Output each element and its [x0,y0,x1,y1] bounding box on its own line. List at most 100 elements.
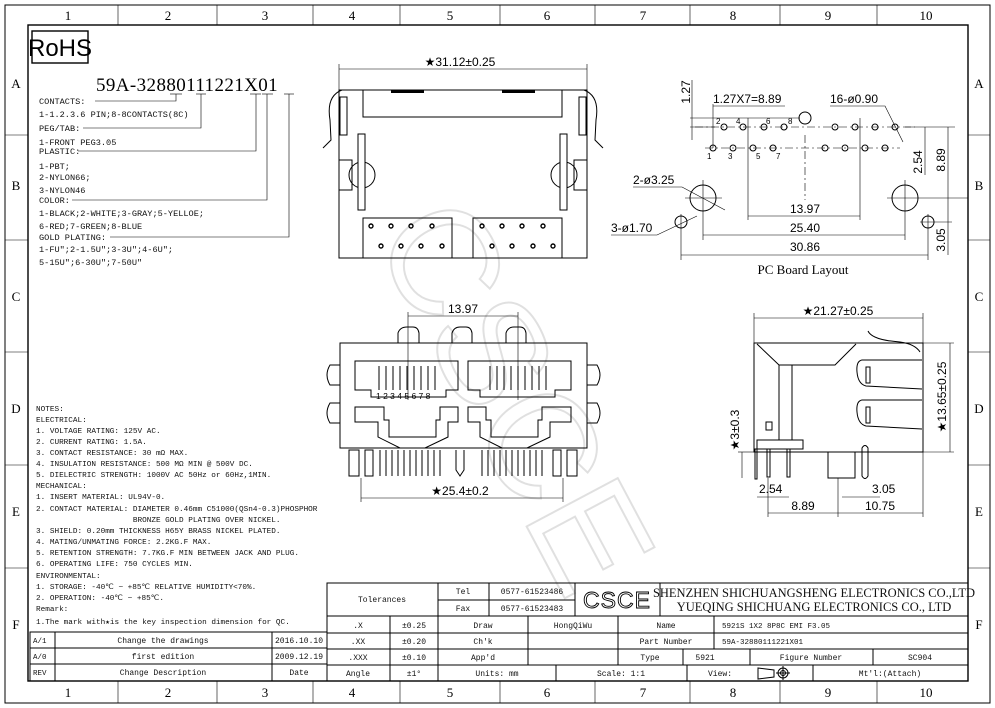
tolerance-value: ±0.25 [402,622,426,631]
scale: Scale: 1:1 [597,670,645,679]
row-labels-left: A B C D E F [11,76,21,632]
pcb-mount-holes-callout: 2-ø3.25 [633,173,675,187]
legend-line: 1-FRONT PEG3.05 [39,138,116,148]
legend-line: 1-PBT; [39,162,70,172]
note-line: 2. CURRENT RATING: 1.5A. [36,439,147,447]
side-view-pins [754,445,869,480]
pcb-pin-holes [709,111,899,152]
tolerance-value: ±1° [407,670,421,679]
legend-line: 1-1.2.3.6 PIN;8-8CONTACTS(8C) [39,110,189,120]
column-label: 10 [920,8,933,23]
column-label: 7 [640,8,647,23]
legend-line: PEG/TAB: [39,124,80,134]
legend-line: CONTACTS: [39,97,85,107]
pin-numbers: 1 2 3 4 5 6 7 8 [376,391,431,401]
pcb-row-pitch: 2.54 [911,150,925,174]
front-width-dimension: ★25.4±0.2 [431,484,489,498]
pin-label: 1 [707,152,712,161]
front-view: 13.97 1 2 3 4 5 6 7 8 ★25.4±0.2 [326,302,601,502]
row-label: D [11,401,20,416]
pcb-pin-to-mount: 8.89 [934,148,948,172]
column-label: 3 [262,685,269,700]
column-label: 8 [730,685,737,700]
tolerance-value: ±0.20 [402,638,426,647]
part-code-legend: 59A-32880111221X01 CONTACTS: 1-1.2.3.6 P… [39,75,294,268]
side-height-dimension: ★13.65±0.25 [935,361,949,432]
pin-label: 7 [776,152,781,161]
row-label: A [974,76,984,91]
figure-number-label: Figure Number [780,654,843,663]
side-view: ★21.27±0.25 ★13.65±0.25 ★3±0.3 2.54 3.05… [728,304,954,517]
note-line: 3. CONTACT RESISTANCE: 30 mΩ MAX. [36,450,188,458]
pcb-mount-to-small: 3.05 [934,228,948,252]
note-line: BRONZE GOLD PLATING OVER NICKEL. [36,517,281,525]
legend-line: 1-BLACK;2-WHITE;3-GRAY;5-YELLOE; [39,209,204,219]
revision-header-date: Date [289,669,308,678]
side-standoff-dimension: ★3±0.3 [728,409,742,450]
side-depth-dimension: ★21.27±0.25 [803,304,874,318]
revision-description: Change the drawings [117,637,208,646]
note-line: 4. INSULATION RESISTANCE: 500 MΩ MIN @ 5… [36,461,253,469]
legend-line: 2-NYLON66; [39,173,91,183]
legend-line: 1-FU";2-1.5U";3-3U";4-6U"; [39,245,173,255]
notes-block: NOTES: ELECTRICAL: 1. VOLTAGE RATING: 12… [36,406,318,627]
rohs-badge: RoHS [28,30,92,64]
pcb-small-holes-callout: 3-ø1.70 [611,221,653,235]
column-label: 1 [65,8,72,23]
note-line: 4. MATING/UNMATING FORCE: 2.2KG.F MAX. [36,539,211,547]
draw-value: HongQiWu [554,622,593,631]
note-line: 2. CONTACT MATERIAL: DIAMETER 0.46mm C51… [36,506,318,514]
front-pitch-dimension: 13.97 [448,302,478,316]
column-label: 8 [730,8,737,23]
type-value: 5921 [695,654,714,663]
note-line: NOTES: [36,406,64,414]
pcb-overall-span: 30.86 [790,240,820,254]
column-label: 6 [544,8,551,23]
row-label: C [12,289,21,304]
third-angle-projection-icon [757,666,790,680]
tolerance-key: .XX [351,638,366,647]
side-peg-to-front: 10.75 [865,499,895,513]
column-label: 9 [825,8,832,23]
column-labels-bottom: 1 2 3 4 5 6 7 8 9 10 [65,685,933,700]
pin-label: 6 [766,117,771,126]
row-label: E [12,504,20,519]
row-label: A [11,76,21,91]
legend-line: 3-NYLON46 [39,186,85,196]
legend-line: COLOR: [39,196,70,206]
tolerance-value: ±0.10 [402,654,426,663]
row-label: F [975,617,982,632]
company-logo: CSCE [583,587,651,613]
note-line: 1. STORAGE: -40℃ ~ +85℃ RELATIVE HUMIDIT… [36,583,256,592]
note-line: MECHANICAL: [36,483,87,491]
row-label: B [975,178,984,193]
revision-id: A/0 [33,654,47,662]
row-label: C [975,289,984,304]
pcb-pin-holes-callout: 16-ø0.90 [830,92,878,106]
tolerances-label: Tolerances [358,596,406,605]
tolerance-key: Angle [346,670,370,679]
note-line: 6. OPERATING LIFE: 750 CYCLES MIN. [36,561,193,569]
pcb-layout: 1.27X7=8.89 16-ø0.90 1.27 2 4 6 8 1 3 5 … [611,80,968,277]
check-label: Ch'k [473,638,492,647]
row-labels-right: A B C D E F [974,76,984,632]
name-label: Name [656,622,675,631]
note-line: 3. SHIELD: 0.20mm THICKNESS H65Y BRASS N… [36,528,281,536]
front-view-pins [348,449,578,477]
note-line: ENVIRONMENTAL: [36,573,101,581]
side-pin-pitch: 2.54 [759,482,783,496]
view-label: View: [708,670,732,679]
tolerance-key: .X [353,622,363,631]
column-label: 7 [640,685,647,700]
legend-line: PLASTIC: [39,147,80,157]
company-name-2: YUEQING SHICHUANG ELECTRONICS CO., LTD [677,600,952,614]
revision-block: A/1 Change the drawings 2016.10.10 A/0 f… [29,631,328,682]
revision-date: 2009.12.19 [275,653,323,662]
column-label: 4 [349,685,356,700]
pcb-port-pitch: 13.97 [790,202,820,216]
tel-value: 0577-61523486 [501,588,564,597]
row-label: E [975,504,983,519]
legend-line: 5-15U";6-30U";7-50U" [39,258,142,268]
top-view-pin-holes [368,223,556,249]
